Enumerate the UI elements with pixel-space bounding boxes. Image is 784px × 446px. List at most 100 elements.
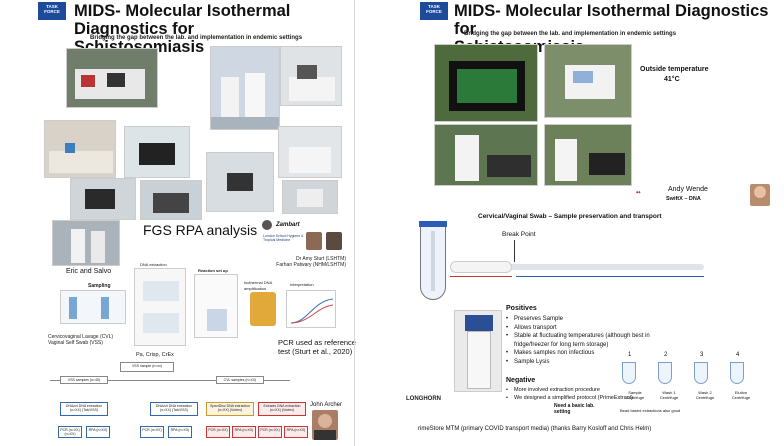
- result-box-1: PCR (n=XX) (n=XX): [58, 426, 82, 438]
- pcr-note: PCR used as reference test (Sturt et al.…: [278, 338, 356, 356]
- flow-box-4: Extracts DNA extraction (n=XX) (Vortex): [258, 402, 306, 416]
- zambart-logo: Zambart: [276, 222, 300, 228]
- positive-item: Makes samples non infectious: [506, 349, 676, 358]
- step-label: Elution Centrifuge: [731, 390, 751, 400]
- positive-item: Preserves Sample: [506, 315, 676, 324]
- positive-item: Allows transport: [506, 324, 676, 333]
- positives-heading: Positives: [506, 305, 537, 312]
- primestore-line: rimeStore MTM (primary COVID transport m…: [418, 426, 652, 432]
- amy-credit: Dr Amy Sturt (LSHTM): [295, 256, 346, 262]
- device-photo: [282, 180, 338, 214]
- reaction-setup-label: Reaction set up: [198, 268, 228, 273]
- left-title-line1: MIDS- Molecular Isothermal Diagnostics f…: [74, 2, 291, 38]
- tube-icon: [730, 362, 744, 384]
- collection-tube-icon: [419, 221, 447, 300]
- step-label: Sample Centrifuge: [625, 390, 645, 400]
- left-subtitle: Bridging the gap between the lab. and im…: [90, 35, 303, 41]
- tube-icon: [622, 362, 636, 384]
- field-vehicle-photo: [66, 48, 158, 108]
- swab-title: Cervical/Vaginal Swab – Sample preservat…: [478, 213, 662, 220]
- break-point-label: Break Point: [502, 231, 536, 238]
- right-subtitle: Bridging the gap between the lab. and im…: [464, 31, 677, 37]
- positive-item: Sample Lysis: [506, 358, 676, 367]
- step-label: Wash 2 Centrifuge: [695, 390, 715, 400]
- tube-icon: [658, 362, 672, 384]
- negative-heading: Negative: [506, 377, 536, 384]
- task-force-logo-right: TASK FORCE: [420, 2, 448, 20]
- swab-stick-icon: [450, 261, 704, 273]
- result-box-8: RPA (n=XX): [284, 426, 308, 438]
- slide-divider: [354, 0, 355, 446]
- flow-top-box: VSS sample (n=xx): [120, 362, 174, 372]
- fgs-rpa-heading: FGS RPA analysis: [143, 222, 258, 238]
- negative-item: We designed a simplified protocol (Prime…: [506, 395, 636, 403]
- john-archer-caption: John Archer: [310, 402, 343, 408]
- result-box-3: PCR (n=XX): [140, 426, 164, 438]
- workstation-photo: [206, 152, 274, 212]
- task-force-logo: TASK FORCE: [38, 2, 66, 20]
- sample-tube-photo: [454, 310, 502, 392]
- sample-types-line2: Vaginal Self Swab (VSS): [48, 340, 103, 346]
- result-box-6: RPA (n=XX): [232, 426, 256, 438]
- swab-tip-bracket: [450, 276, 512, 277]
- temperature-value: 41°C: [664, 76, 680, 83]
- flow-vss-box: VSS samples (n=45): [60, 376, 108, 384]
- temperature-label-line1: Outside temperature: [640, 66, 709, 73]
- interpretation-label: Interpretation: [290, 282, 314, 287]
- amy-sturt-avatar: [306, 232, 322, 250]
- amplifier-device-icon: [250, 292, 276, 326]
- lab-team-photo: [210, 46, 280, 130]
- partner-logo-icon: [262, 220, 272, 230]
- dna-extraction-graphic: [134, 268, 186, 346]
- right-slide: TASK FORCE MIDS- Molecular Isothermal Di…: [402, 0, 774, 446]
- break-point-arrow: [514, 240, 515, 262]
- pathogens-label: Pa, Crisp, CrEx: [136, 352, 174, 358]
- longhorn-logo: LONGHORN: [406, 396, 441, 402]
- instrument-photo: [140, 180, 202, 220]
- step-number: 4: [736, 352, 740, 358]
- sampling-graphic: [60, 290, 126, 324]
- farhan-patwary-avatar: [326, 232, 342, 250]
- negatives-list: More involved extraction procedure We de…: [506, 387, 636, 402]
- result-box-5: PCR (n=XX): [206, 426, 230, 438]
- flow-connector: [50, 380, 290, 381]
- bead-note: Bead based extractions also good: [620, 408, 681, 413]
- tube-icon: [694, 362, 708, 384]
- eric-salvo-caption: Eric and Salvo: [66, 268, 112, 275]
- swab-handle-bracket: [516, 276, 704, 277]
- step-label: Wash 1 Centrifuge: [659, 390, 679, 400]
- flow-box-1: DNAzol DNA extraction (n=XX) (Tab/VSS): [60, 402, 108, 416]
- reaction-setup-graphic: [194, 274, 238, 338]
- portable-reader-photo: [544, 44, 632, 118]
- eric-salvo-photo: [52, 220, 120, 266]
- right-title-line1: MIDS- Molecular Isothermal Diagnostics f…: [454, 2, 769, 38]
- amplification-curve-icon: [290, 298, 334, 324]
- lab-bench-photo: [280, 46, 342, 106]
- swiftx-logo-icon: ◆◆: [636, 190, 641, 194]
- andy-wende-org: SwiftX – DNA: [666, 196, 701, 202]
- step-number: 3: [700, 352, 704, 358]
- field-testing-photo: [544, 124, 632, 186]
- flow-cvl-box: CVL samples (n=XX): [216, 376, 264, 384]
- positive-item: Stable at fluctuating temperatures (alth…: [506, 332, 676, 349]
- incubator-photo: [278, 126, 342, 178]
- field-kit-photo: [434, 44, 538, 122]
- flow-box-2: DNAzol DNA extraction (n=XX) (Tab/VSS): [150, 402, 198, 416]
- centrifuge-steps: 1 2 3 4 Sample Centrifuge Wash 1 Centrif…: [620, 352, 780, 418]
- step-number: 2: [664, 352, 668, 358]
- need-lab-note: Need a basic lab. setting: [554, 403, 595, 415]
- result-box-4: RPA (n=XX): [168, 426, 192, 438]
- amplification-label: Isothermal DNA amplification: [244, 280, 273, 291]
- positives-list: Preserves Sample Allows transport Stable…: [506, 315, 676, 366]
- john-archer-avatar: [312, 410, 338, 440]
- andy-wende-name: Andy Wende: [668, 186, 708, 193]
- dna-extraction-label: DNA extraction: [140, 262, 167, 267]
- sampling-label: Sampling: [88, 283, 111, 289]
- lshtm-logo: London School Hygiene & Tropical Medicin…: [263, 234, 304, 242]
- bench-laptop-photo: [70, 178, 136, 220]
- sample-table-photo: [44, 120, 116, 178]
- sample-types-line1: Cervicovaginal Lavage (CVL): [48, 334, 114, 340]
- field-worker-photo: [434, 124, 538, 186]
- farhan-credit: Farhan Patwary (NHM/LSHTM): [276, 262, 346, 268]
- andy-wende-avatar: [750, 184, 770, 206]
